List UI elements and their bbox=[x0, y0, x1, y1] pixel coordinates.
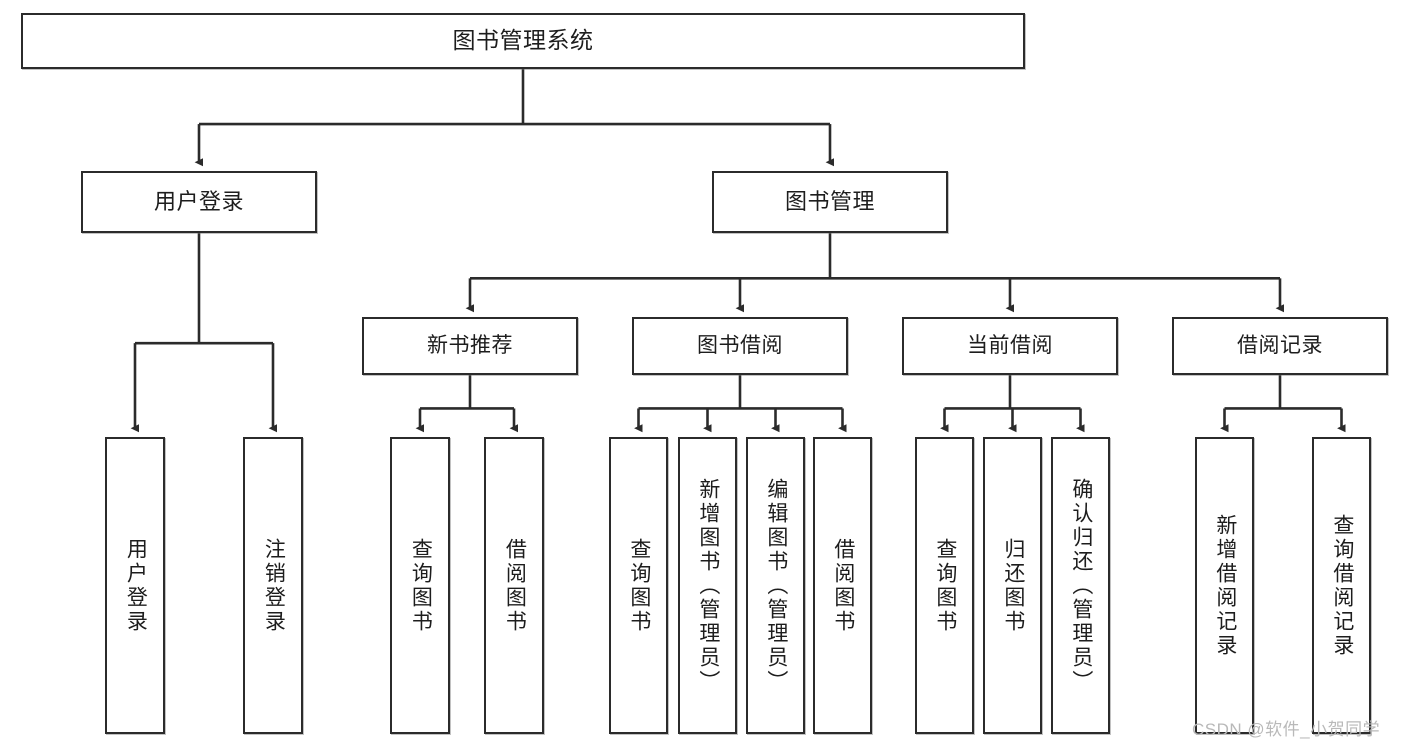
node-label: 查询图书 bbox=[627, 537, 651, 634]
node-label: 当前借阅 bbox=[967, 333, 1053, 357]
node-book-manage[interactable]: 图书管理 bbox=[712, 171, 948, 233]
node-leaf-cb-confirm[interactable]: 确认归还（管理员） bbox=[1051, 437, 1110, 734]
node-leaf-bb-add[interactable]: 新增图书（管理员） bbox=[678, 437, 737, 734]
node-leaf-cb-return[interactable]: 归还图书 bbox=[983, 437, 1042, 734]
node-leaf-bb-borrow[interactable]: 借阅图书 bbox=[813, 437, 872, 734]
node-label: 新增图书（管理员） bbox=[696, 477, 720, 694]
node-label: 编辑图书（管理员） bbox=[764, 477, 788, 694]
node-label: 借阅记录 bbox=[1237, 333, 1323, 357]
node-label: 用户登录 bbox=[153, 189, 244, 215]
node-label: 查询借阅记录 bbox=[1330, 513, 1354, 658]
node-leaf-rec-query[interactable]: 查询图书 bbox=[390, 437, 450, 734]
node-user-login[interactable]: 用户登录 bbox=[81, 171, 317, 233]
node-leaf-br-query[interactable]: 查询借阅记录 bbox=[1312, 437, 1371, 734]
node-book-borrow[interactable]: 图书借阅 bbox=[632, 317, 848, 375]
node-label: 注销登录 bbox=[262, 537, 286, 634]
node-label: 图书借阅 bbox=[697, 333, 783, 357]
node-root[interactable]: 图书管理系统 bbox=[21, 13, 1025, 69]
node-current-borrow[interactable]: 当前借阅 bbox=[902, 317, 1118, 375]
node-leaf-cb-query[interactable]: 查询图书 bbox=[915, 437, 974, 734]
node-leaf-bb-edit[interactable]: 编辑图书（管理员） bbox=[746, 437, 805, 734]
node-label: 归还图书 bbox=[1001, 537, 1025, 634]
node-label: 新书推荐 bbox=[427, 333, 513, 357]
node-label: 借阅图书 bbox=[503, 537, 527, 634]
node-label: 图书管理系统 bbox=[452, 27, 594, 54]
node-label: 确认归还（管理员） bbox=[1069, 477, 1093, 694]
node-label: 图书管理 bbox=[784, 189, 875, 215]
node-borrow-records[interactable]: 借阅记录 bbox=[1172, 317, 1388, 375]
node-label: 查询图书 bbox=[409, 537, 433, 634]
node-leaf-bb-query[interactable]: 查询图书 bbox=[609, 437, 668, 734]
node-label: 用户登录 bbox=[124, 537, 148, 634]
node-new-book-rec[interactable]: 新书推荐 bbox=[362, 317, 578, 375]
csdn-watermark: CSDN @软件_小贺同学 bbox=[1192, 720, 1381, 739]
node-leaf-user-logout[interactable]: 注销登录 bbox=[243, 437, 303, 734]
node-label: 借阅图书 bbox=[831, 537, 855, 634]
node-leaf-user-login[interactable]: 用户登录 bbox=[105, 437, 165, 734]
node-leaf-rec-borrow[interactable]: 借阅图书 bbox=[484, 437, 544, 734]
node-leaf-br-add[interactable]: 新增借阅记录 bbox=[1195, 437, 1254, 734]
node-label: 查询图书 bbox=[933, 537, 957, 634]
node-label: 新增借阅记录 bbox=[1213, 513, 1237, 658]
